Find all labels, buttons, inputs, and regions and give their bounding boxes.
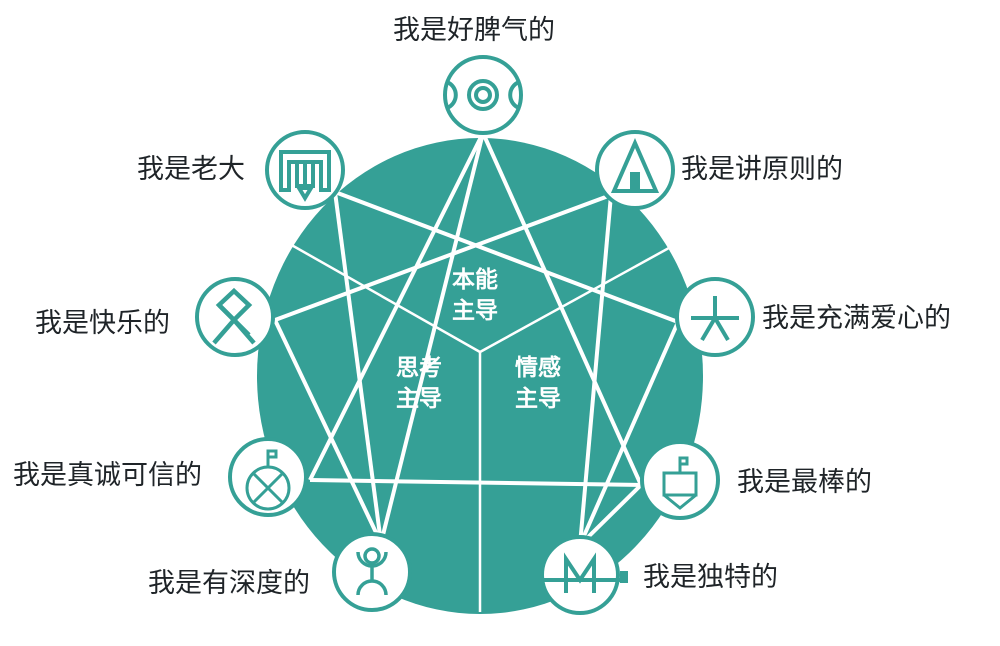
- gate-arrow-icon: [279, 150, 331, 202]
- node-2-label: 我是充满爱心的: [762, 303, 951, 334]
- region-instinct-line1: 本能: [452, 267, 498, 293]
- region-instinct-line2: 主导: [452, 298, 498, 324]
- enneagram-lines: [273, 132, 680, 547]
- asterisk-person-icon: [691, 296, 739, 342]
- node-3[interactable]: [640, 440, 720, 520]
- double-ring-crescent-icon: [446, 79, 520, 111]
- node-5[interactable]: [332, 532, 412, 612]
- node-9[interactable]: [443, 55, 523, 135]
- node-8[interactable]: [265, 130, 345, 210]
- node-2[interactable]: [675, 277, 755, 357]
- node-4[interactable]: [536, 535, 628, 615]
- node-5-label: 我是有深度的: [148, 568, 310, 599]
- node-7[interactable]: [195, 277, 275, 357]
- region-feeling-label: 情感 主导: [503, 353, 573, 415]
- node-9-label: 我是好脾气的: [393, 15, 555, 46]
- region-thinking-line2: 主导: [396, 386, 442, 412]
- node-6-label: 我是真诚可信的: [13, 460, 202, 491]
- triangle-house-icon: [610, 138, 660, 193]
- node-1-label: 我是讲原则的: [681, 154, 843, 185]
- node-3-label: 我是最棒的: [737, 467, 872, 498]
- node-6[interactable]: [228, 437, 308, 517]
- node-1[interactable]: [595, 130, 675, 210]
- region-thinking-line1: 思考: [396, 355, 442, 381]
- flag-cross-circle-icon: [245, 449, 291, 511]
- othala-rune-icon: [212, 287, 256, 345]
- node-8-label: 我是老大: [137, 154, 245, 185]
- node-7-label: 我是快乐的: [35, 308, 170, 339]
- node-4-label: 我是独特的: [643, 562, 778, 593]
- region-feeling-line2: 主导: [515, 386, 561, 412]
- flag-shield-icon: [662, 456, 698, 510]
- region-feeling-line1: 情感: [515, 355, 561, 381]
- m-circle-icon: [536, 552, 624, 593]
- region-thinking-label: 思考 主导: [384, 353, 454, 415]
- stick-figure-icon: [356, 547, 388, 596]
- region-instinct-label: 本能 主导: [440, 265, 510, 327]
